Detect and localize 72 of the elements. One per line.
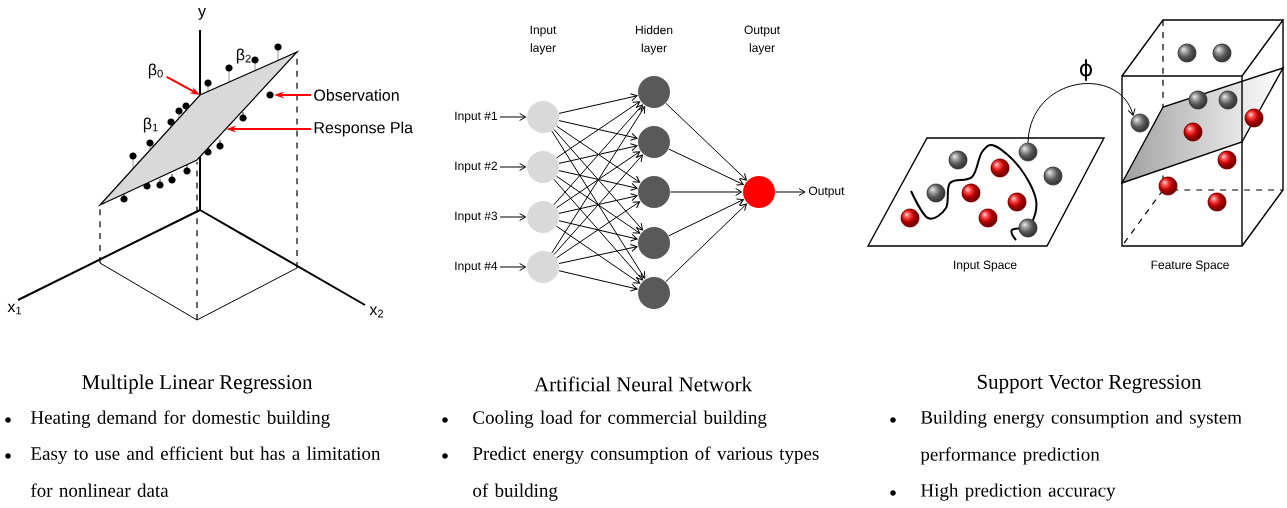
axis-label: β$_{1}$: [143, 117, 158, 133]
arrow: [551, 106, 646, 254]
column-title: Multiple Linear Regression: [82, 374, 313, 394]
neuron-circle: [527, 251, 559, 283]
callout-text: Response Pla: [314, 121, 413, 137]
neuron-circle: [527, 101, 559, 133]
neuron-circle: [638, 277, 670, 309]
arrow: [551, 130, 646, 279]
arrow: [499, 163, 527, 171]
input-text: Input #1: [455, 111, 497, 123]
data-point: [1130, 113, 1150, 133]
arrow: [553, 104, 643, 206]
layer-heading: Hidden layer: [636, 25, 673, 55]
arrow: [499, 263, 527, 271]
column-title: Support Vector Regression: [977, 374, 1202, 394]
axis-label: y: [198, 8, 206, 20]
layer-heading: Output layer: [744, 25, 780, 55]
bullet-text: Easy to use and efficient but has a limitation for nonlinear data: [31, 446, 381, 497]
neuron-circle: [638, 176, 670, 208]
bullet-text: Predict energy consumption of various types of building: [472, 446, 819, 501]
neuron-circle: [638, 227, 670, 259]
arrow: [668, 198, 744, 237]
edge-label: ϕ: [1076, 57, 1096, 83]
arrow: [499, 113, 527, 121]
arrow: [556, 125, 641, 183]
axis-label: x$_{1}$: [7, 303, 22, 315]
layer-heading: Input layer: [530, 25, 557, 55]
arrow: [556, 151, 641, 209]
neuron-circle: [638, 126, 670, 158]
arrow: [558, 120, 638, 141]
arrow: [1027, 83, 1136, 144]
axis-label: x$_{2}$: [369, 306, 384, 318]
arrow: [553, 154, 643, 256]
bullet-text: High prediction accuracy: [920, 483, 1116, 501]
axis-label: β$_{2}$: [236, 48, 251, 64]
arrow: [556, 225, 641, 284]
arrow: [665, 203, 747, 283]
arrow: [553, 128, 643, 231]
arrow: [558, 170, 638, 191]
arrow: [558, 93, 638, 114]
output-text: Output: [808, 186, 845, 198]
arrow: [668, 148, 744, 186]
neuron-circle: [527, 151, 559, 183]
arrow: [558, 143, 638, 164]
arrow: [499, 213, 527, 221]
neuron-circle: [638, 76, 670, 108]
arrow: [774, 188, 806, 196]
neuron-circle: [527, 201, 559, 233]
arrow: [553, 178, 643, 281]
arrow: [558, 244, 638, 265]
arrow: [556, 201, 641, 259]
arrow: [556, 175, 641, 234]
node-label: Input Space: [954, 260, 1017, 272]
arrow: [558, 270, 638, 292]
data-point: [1018, 142, 1038, 162]
bullet-text: Building energy consumption and system performance prediction: [920, 410, 1242, 465]
input-text: Input #2: [455, 161, 497, 173]
arrow: [556, 101, 641, 159]
observation-point: [266, 91, 274, 99]
arrow: [558, 220, 638, 242]
bullet-text: Cooling load for commercial building: [473, 410, 767, 428]
node-label: Feature Space: [1151, 260, 1229, 272]
arrow: [665, 102, 747, 181]
input-text: Input #3: [455, 211, 498, 223]
neuron-circle: [743, 176, 775, 208]
callout-text: Observation: [314, 89, 399, 101]
coefficient-label: β$_{0}$: [148, 63, 163, 79]
arrow: [669, 188, 743, 196]
arrow: [558, 193, 638, 214]
column-title: Artificial Neural Network: [534, 376, 753, 392]
input-text: Input #4: [455, 261, 498, 273]
bullet-text: Heating demand for domestic building: [31, 410, 330, 428]
